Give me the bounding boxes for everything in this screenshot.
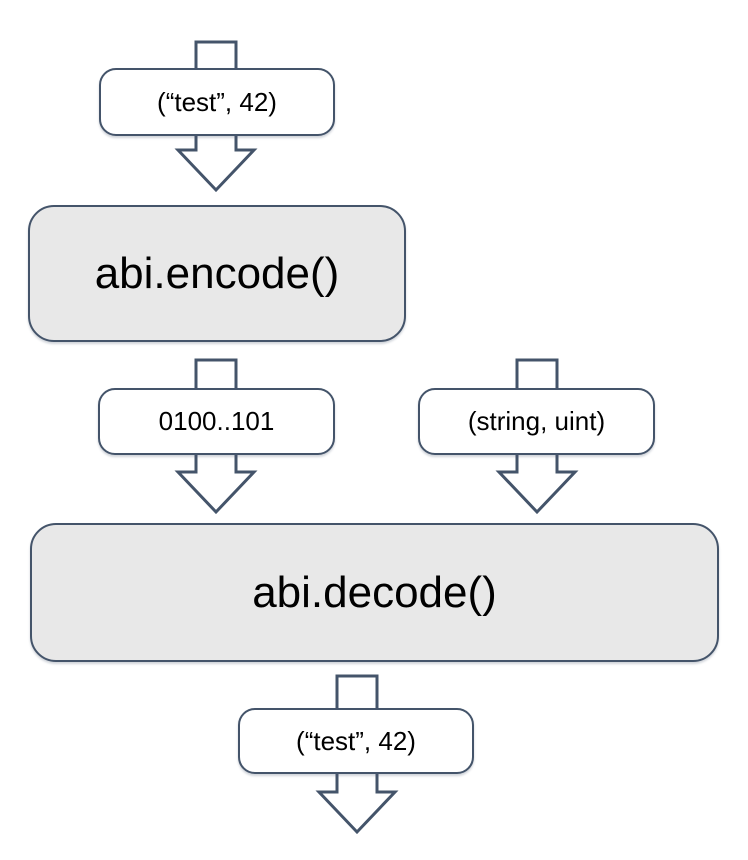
abi-decode-box: abi.decode() <box>30 523 719 662</box>
output-value-pill: (“test”, 42) <box>238 708 474 774</box>
output-value-label: (“test”, 42) <box>296 725 416 756</box>
abi-encode-box: abi.encode() <box>28 205 406 342</box>
abi-decode-label: abi.decode() <box>252 567 497 617</box>
encoded-bytes-pill: 0100..101 <box>98 388 335 455</box>
types-label: (string, uint) <box>467 406 606 436</box>
input-value-label: (“test”, 42) <box>157 86 277 117</box>
encoded-bytes-label: 0100..101 <box>158 406 275 436</box>
types-pill: (string, uint) <box>418 388 655 455</box>
input-value-pill: (“test”, 42) <box>99 68 335 136</box>
abi-encode-label: abi.encode() <box>94 248 340 298</box>
